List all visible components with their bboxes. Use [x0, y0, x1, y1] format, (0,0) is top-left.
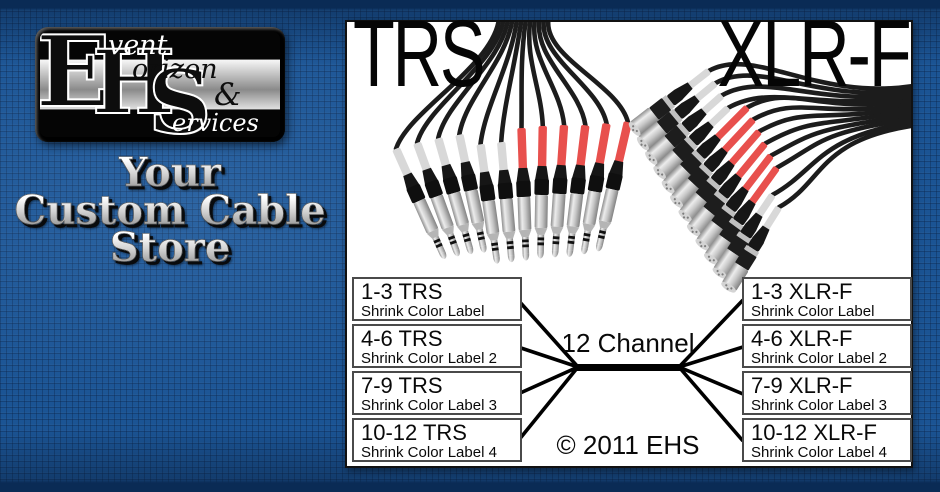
xlr-cable	[776, 123, 911, 210]
xlr-connector	[628, 68, 711, 136]
tagline-line-3: Store	[0, 227, 340, 267]
logo-letter-e: E	[40, 32, 112, 130]
xlr-connector	[636, 81, 717, 151]
trs-connector	[434, 137, 474, 255]
trs-cable	[536, 22, 588, 128]
trs-cable	[541, 22, 609, 126]
copyright-text: © 2011 EHS	[556, 430, 700, 460]
xlr-connector	[695, 154, 774, 251]
trs-cable	[526, 22, 546, 129]
xlr-cable	[745, 95, 911, 110]
trs-connector	[596, 121, 632, 252]
xlr-connector	[721, 206, 782, 293]
trs-cable	[519, 22, 528, 131]
fan-line-left	[516, 365, 580, 443]
trunk-bar	[576, 364, 681, 371]
xlr-cable	[768, 112, 911, 158]
logo-word-orizon: orizon	[132, 54, 218, 85]
xlr-cable	[757, 105, 911, 134]
box-title: 10-12 XLR-F	[751, 420, 877, 445]
label-box-trs-7-9: 7-9 TRS Shrink Color Label 3	[352, 371, 522, 415]
box-title: 10-12 TRS	[361, 420, 467, 445]
logo-letter-h: H	[91, 32, 176, 134]
box-subtitle: Shrink Color Label 4	[751, 444, 887, 461]
xlr-cable	[719, 84, 911, 100]
trs-cable	[498, 22, 524, 145]
fan-line-right	[677, 298, 745, 369]
trs-cable	[414, 22, 506, 146]
trs-connector	[413, 142, 460, 257]
trs-connector	[550, 124, 569, 258]
trs-connector	[581, 123, 611, 255]
channel-count-label: 12 Channel	[561, 328, 695, 358]
trs-cable	[546, 22, 631, 125]
trs-connector	[392, 147, 447, 259]
tagline-line-2: Custom Cable	[0, 190, 340, 230]
trs-cable	[457, 22, 515, 137]
fan-line-left	[516, 298, 580, 369]
xlr-cable	[774, 116, 911, 170]
box-subtitle: Shrink Color Label 4	[361, 444, 497, 461]
box-subtitle: Shrink Color Label 2	[361, 350, 497, 367]
fan-line-left	[517, 345, 579, 369]
box-title: 7-9 XLR-F	[751, 373, 853, 398]
trs-connector	[566, 125, 590, 257]
xlr-cable	[770, 120, 911, 198]
store-tagline: Your Custom Cable Store	[0, 152, 340, 267]
xlr-cable	[706, 61, 911, 91]
box-subtitle: Shrink Color Label	[361, 303, 485, 320]
label-box-xlr-7-9: 7-9 XLR-F Shrink Color Label 3	[742, 371, 912, 415]
box-subtitle: Shrink Color Label 3	[361, 397, 497, 414]
cable-diagram-panel: TRS XLR-F 1-3 TRS Shrink Color Label 4-6…	[345, 7, 913, 468]
xlr-connector	[704, 166, 780, 265]
fan-line-right	[678, 345, 744, 369]
xlr-cable	[713, 73, 911, 95]
box-title: 1-3 TRS	[361, 279, 443, 304]
fan-line-right	[677, 365, 745, 443]
box-title: 4-6 XLR-F	[751, 326, 853, 351]
logo-letter-s: S	[147, 50, 213, 137]
brand-column: E H S vent orizon & ervices Your Custom …	[0, 0, 345, 492]
cable-photos-and-fan-diagram	[392, 22, 911, 443]
heading-xlr-f: XLR-F	[716, 1, 911, 107]
label-box-xlr-10-12: 10-12 XLR-F Shrink Color Label 4	[742, 418, 912, 462]
trs-cable	[435, 22, 510, 141]
trs-cable	[393, 22, 501, 152]
ehs-logo: E H S vent orizon & ervices	[35, 27, 285, 142]
trs-connector	[516, 127, 532, 261]
label-box-trs-1-3: 1-3 TRS Shrink Color Label	[352, 277, 522, 321]
trs-cable	[478, 22, 519, 147]
box-subtitle: Shrink Color Label	[751, 303, 875, 320]
xlr-cable	[751, 101, 911, 122]
box-title: 1-3 XLR-F	[751, 279, 853, 304]
trs-connector	[476, 143, 500, 264]
trs-cable	[531, 22, 567, 128]
xlr-connector	[645, 93, 724, 165]
tagline-line-1: Your	[0, 152, 340, 192]
label-box-trs-10-12: 10-12 TRS Shrink Color Label 4	[352, 418, 522, 462]
label-box-xlr-4-6: 4-6 XLR-F Shrink Color Label 2	[742, 324, 912, 368]
fan-out-diagram	[516, 298, 745, 443]
box-subtitle: Shrink Color Label 3	[751, 397, 887, 414]
trs-connector	[455, 134, 487, 253]
box-title: 4-6 TRS	[361, 326, 443, 351]
logo-word-ervices: ervices	[172, 109, 259, 137]
xlr-connector	[661, 105, 750, 194]
fan-line-left	[517, 365, 579, 396]
label-box-xlr-1-3: 1-3 XLR-F Shrink Color Label	[742, 277, 912, 321]
trs-connector	[534, 125, 550, 259]
box-subtitle: Shrink Color Label 2	[751, 350, 887, 367]
logo-word-vent: vent	[108, 32, 168, 61]
ehs-logo-plate: E H S vent orizon & ervices	[40, 32, 280, 137]
label-box-trs-4-6: 4-6 TRS Shrink Color Label 2	[352, 324, 522, 368]
xlr-cable	[762, 109, 911, 146]
box-title: 7-9 TRS	[361, 373, 443, 398]
logo-ampersand: &	[214, 77, 242, 113]
trs-connector	[497, 141, 516, 263]
fan-line-right	[678, 365, 744, 396]
heading-trs: TRS	[353, 1, 485, 107]
